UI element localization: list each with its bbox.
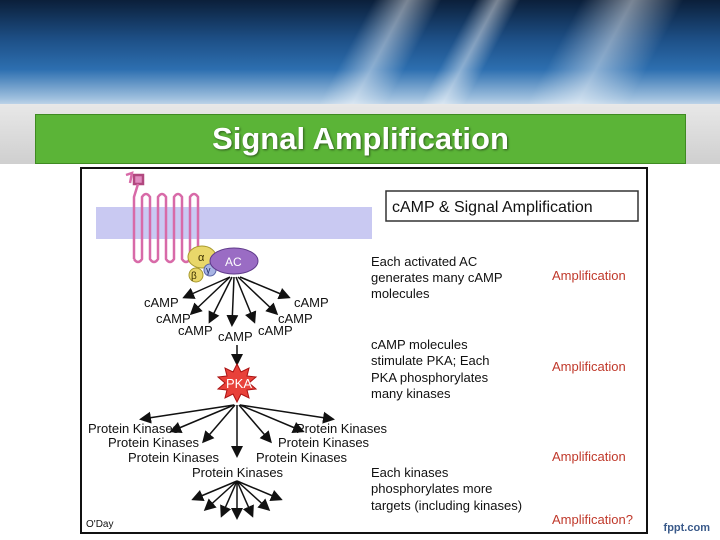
- description-line: Each kinases: [371, 465, 449, 480]
- figure-title: cAMP & Signal Amplification: [392, 199, 593, 216]
- kinase-label: Protein Kinases: [88, 421, 180, 436]
- amplification-label: Amplification: [552, 359, 626, 374]
- amplification-label: Amplification: [552, 268, 626, 283]
- slide-title: Signal Amplification: [212, 121, 509, 156]
- pka-burst-icon: [216, 362, 258, 404]
- amplification-label: Amplification: [552, 449, 626, 464]
- figure-credit: O'Day: [86, 519, 113, 530]
- gamma-label: γ: [206, 265, 211, 275]
- description-line: Each activated AC: [371, 254, 477, 269]
- camp-label: cAMP: [178, 323, 213, 338]
- camp-label: cAMP: [144, 295, 179, 310]
- description-line: targets (including kinases): [371, 498, 522, 513]
- banner-light-ray: [272, 0, 448, 112]
- header-banner: [0, 0, 720, 112]
- description-line: molecules: [371, 286, 430, 301]
- kinase-label: Protein Kinases: [256, 450, 348, 465]
- enzyme-label: AC: [225, 255, 242, 269]
- alpha-label: α: [198, 252, 205, 264]
- diagram-svg: α β γ AC cAMP cAMP cAMP cAMP cAMP cAMP c…: [86, 171, 639, 530]
- cell-membrane: [96, 207, 372, 239]
- g-protein-icon: [187, 245, 217, 283]
- camp-label: cAMP: [258, 323, 293, 338]
- diagram-figure: α β γ AC cAMP cAMP cAMP cAMP cAMP cAMP c…: [80, 167, 648, 534]
- footer-logo: fppt.com: [663, 522, 710, 534]
- kinase-arrows: [139, 404, 335, 458]
- kinase-label: Protein Kinases: [192, 465, 284, 480]
- camp-label: cAMP: [218, 329, 253, 344]
- camp-label: cAMP: [156, 311, 191, 326]
- description-line: cAMP molecules: [371, 337, 468, 352]
- description-line: generates many cAMP: [371, 270, 503, 285]
- kinase-label: Protein Kinases: [278, 435, 370, 450]
- camp-label: cAMP: [294, 295, 329, 310]
- pka-label: PKA: [226, 376, 252, 391]
- kinase-label: Protein Kinases: [128, 450, 220, 465]
- camp-label: cAMP: [278, 311, 313, 326]
- camp-arrows: [182, 276, 291, 327]
- amplification-label: Amplification?: [552, 512, 633, 527]
- kinase-label: Protein Kinases: [296, 421, 388, 436]
- target-arrows: [191, 480, 283, 520]
- description-line: PKA phosphorylates: [371, 370, 489, 385]
- description-line: many kinases: [371, 386, 451, 401]
- title-bar: Signal Amplification: [35, 114, 686, 164]
- beta-label: β: [191, 271, 197, 282]
- description-line: phosphorylates more: [371, 481, 492, 496]
- adenylyl-cyclase-icon: [209, 247, 259, 275]
- kinase-label: Protein Kinases: [108, 435, 200, 450]
- description-line: stimulate PKA; Each: [371, 353, 490, 368]
- banner-light-ray: [484, 0, 686, 112]
- figure-title-box: [385, 190, 639, 222]
